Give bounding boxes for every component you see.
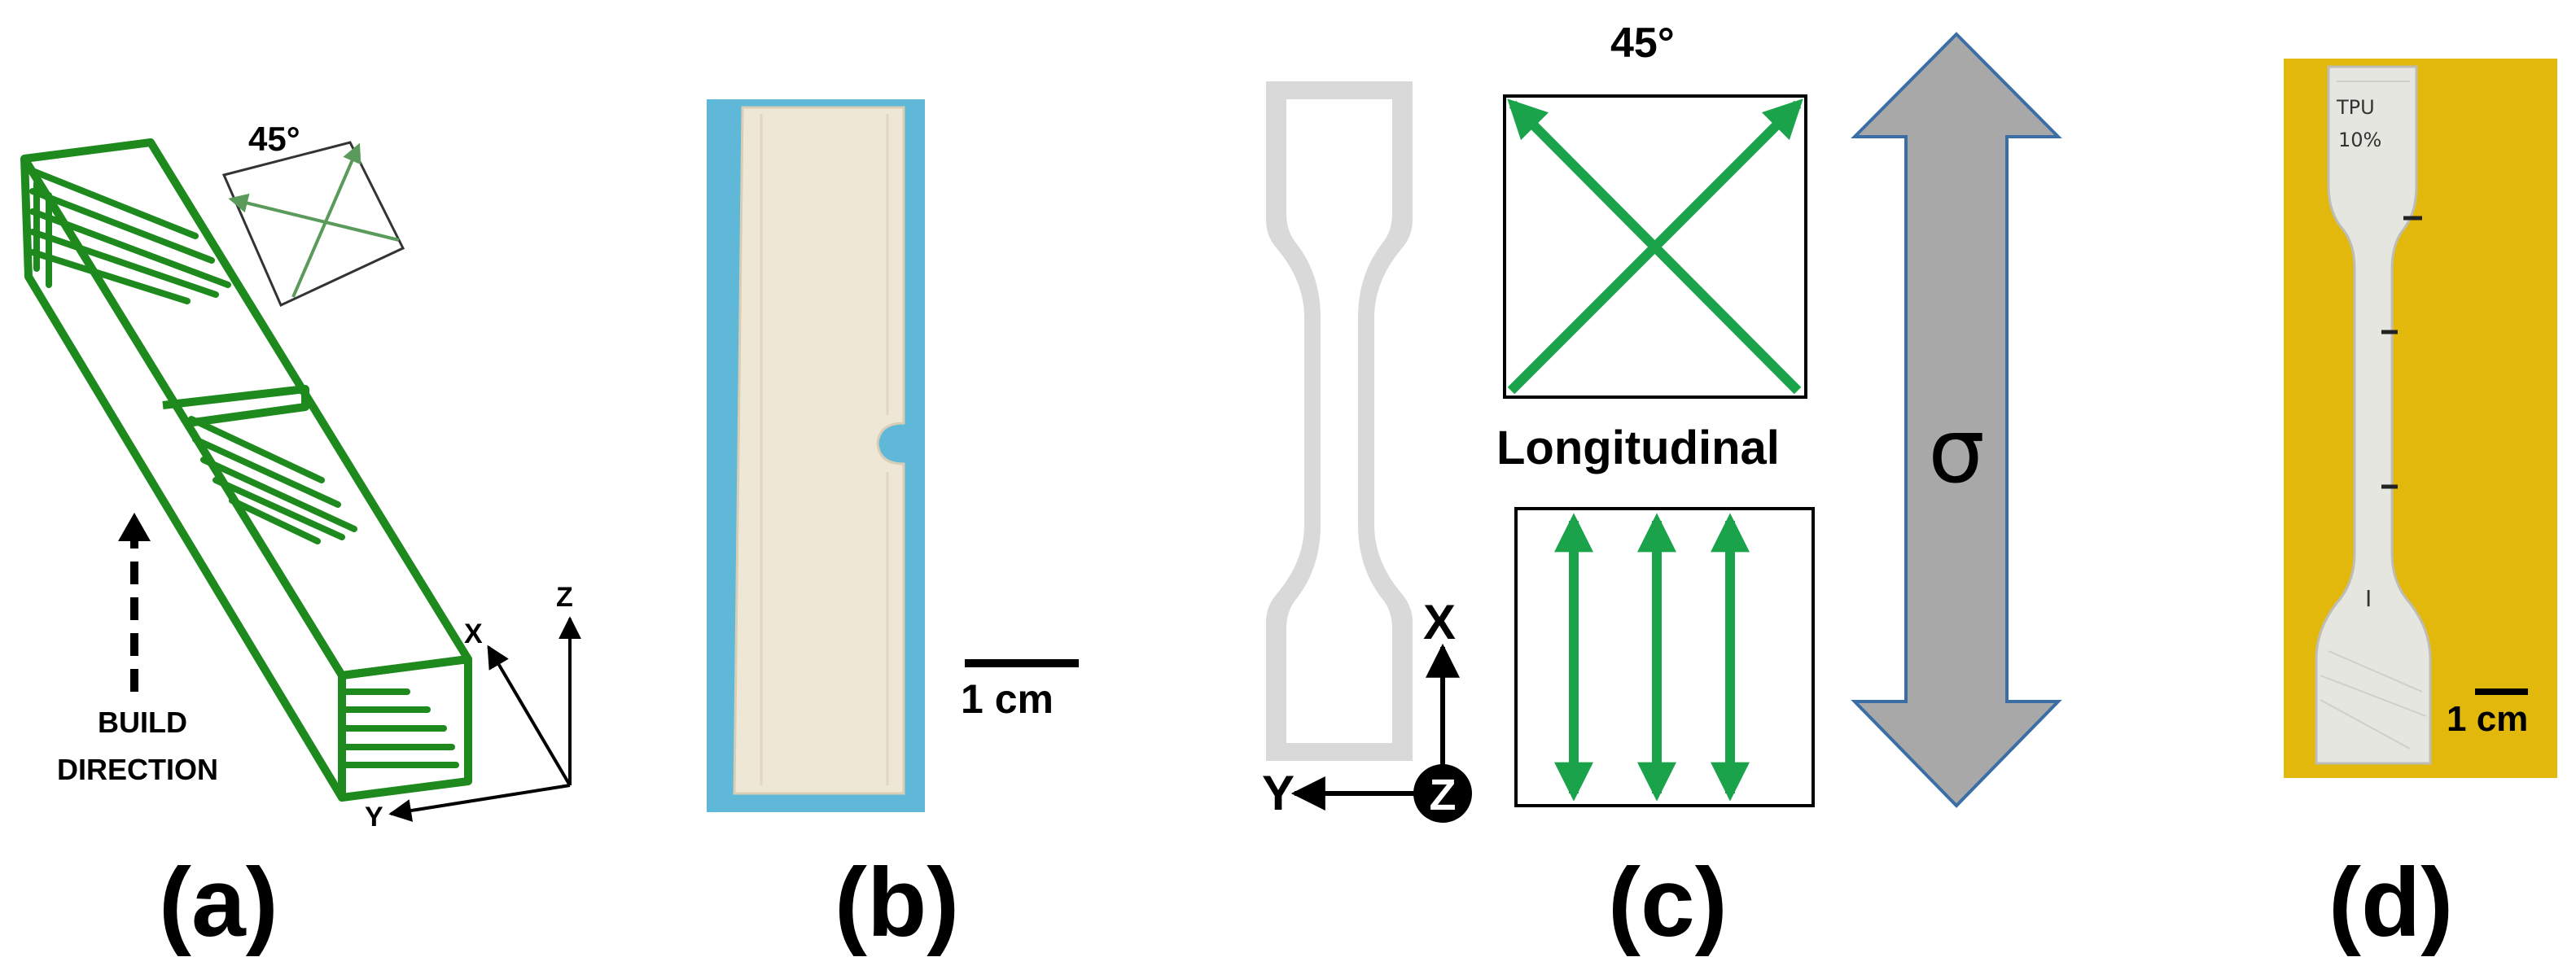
dogbone-specimen bbox=[1266, 81, 1413, 761]
panel-d: TPU 10% I 1 cm (d) bbox=[2284, 59, 2557, 957]
axis-z-label-c: Z bbox=[1430, 771, 1457, 819]
panel-label-a: (a) bbox=[159, 848, 278, 957]
scale-bar: 1 cm bbox=[961, 659, 1079, 722]
raster-45-label: 45° bbox=[1610, 20, 1675, 67]
panel-a: 45° BUILD DIRECTION Z X Y (a) bbox=[20, 120, 581, 957]
scale-bar-label: 1 cm bbox=[961, 676, 1054, 722]
axis-y-label: Y bbox=[365, 802, 383, 833]
handwritten-tpu: TPU bbox=[2336, 96, 2375, 119]
axis-z-label: Z bbox=[556, 582, 573, 613]
scale-bar-d: 1 cm bbox=[2447, 688, 2528, 739]
handwritten-mark: I bbox=[2365, 585, 2372, 612]
panel-label-d: (d) bbox=[2328, 848, 2453, 957]
build-direction-label-line2: DIRECTION bbox=[57, 753, 218, 786]
stress-arrow: σ bbox=[1851, 32, 2062, 808]
panel-label-c: (c) bbox=[1608, 848, 1728, 957]
axes-triad-c: Z X Y bbox=[1262, 595, 1472, 823]
gauge-marks bbox=[2381, 216, 2422, 489]
axis-x-label: X bbox=[464, 618, 483, 649]
bar-sketch bbox=[20, 138, 472, 802]
axes-triad: Z X Y bbox=[365, 582, 581, 833]
build-direction-arrow: BUILD DIRECTION bbox=[57, 513, 218, 786]
tpu-dogbone-specimen bbox=[2315, 65, 2432, 765]
axis-x-label-c: X bbox=[1423, 595, 1456, 649]
raster-lines bbox=[29, 168, 459, 768]
handwritten-percent: 10% bbox=[2338, 129, 2381, 151]
scale-bar-label-d: 1 cm bbox=[2447, 699, 2528, 739]
axis-y-label-c: Y bbox=[1262, 766, 1295, 820]
notched-bar-specimen bbox=[733, 106, 905, 795]
panel-b: 1 cm (b) bbox=[707, 99, 1079, 957]
build-direction-label-line1: BUILD bbox=[98, 706, 187, 739]
panel-c: Z X Y 45° Longitudinal σ (c) bbox=[1262, 20, 2062, 957]
stress-symbol: σ bbox=[1928, 399, 1985, 503]
raster-angle-inset: 45° bbox=[221, 120, 405, 308]
raster-longitudinal-box bbox=[1514, 507, 1815, 807]
longitudinal-label: Longitudinal bbox=[1496, 422, 1780, 474]
panel-label-b: (b) bbox=[835, 848, 959, 957]
raster-45-box: 45° bbox=[1503, 20, 1807, 399]
angle-label: 45° bbox=[248, 120, 300, 158]
specimen-raster-texture bbox=[2320, 81, 2427, 750]
